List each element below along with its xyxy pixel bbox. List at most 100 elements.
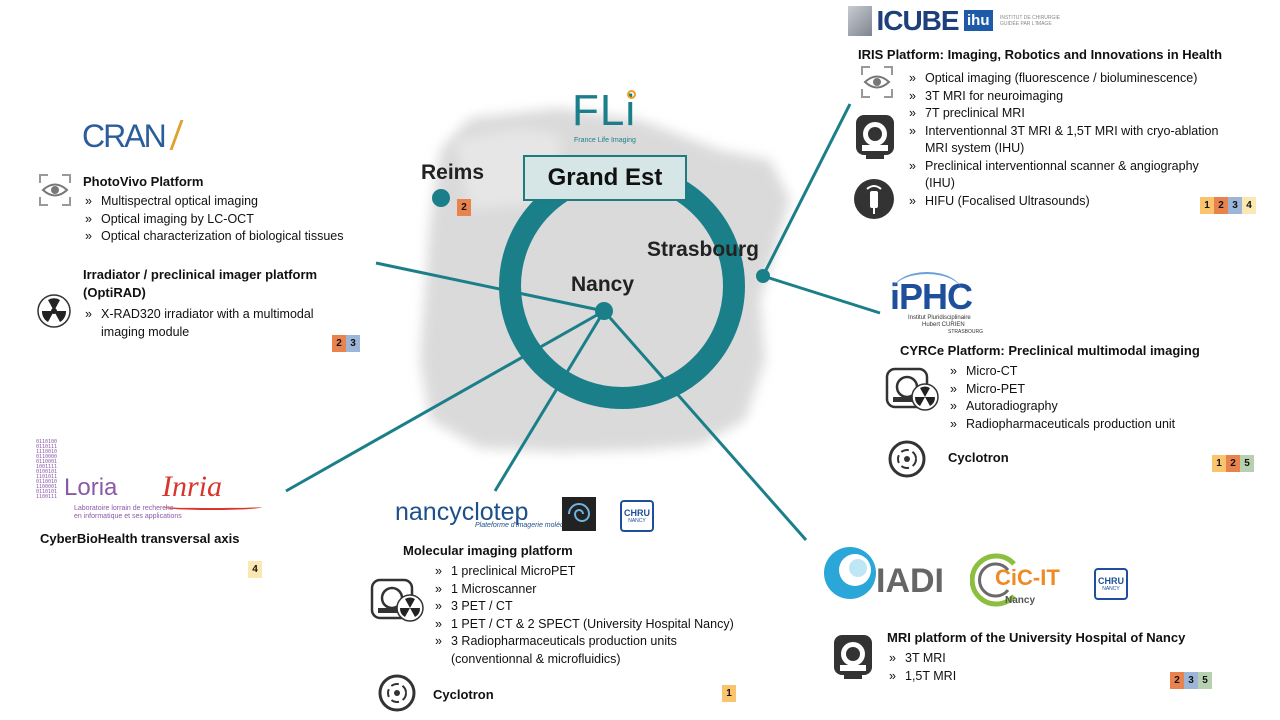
- cicit-logo-icon: [969, 552, 1018, 613]
- optirad-list: X-RAD320 irradiator with a multimodal im…: [83, 306, 383, 341]
- optirad-badges: 2 3: [332, 335, 360, 352]
- reims-dot: [432, 189, 450, 207]
- iris-title: IRIS Platform: Imaging, Robotics and Inn…: [858, 47, 1223, 62]
- connector-nancy-nancyclotep: [493, 310, 606, 492]
- region-label-box: Grand Est: [523, 155, 687, 201]
- cyrce-title: CYRCe Platform: Preclinical multimodal i…: [900, 343, 1200, 358]
- badge: 1: [722, 685, 736, 702]
- nancy-dot: [595, 302, 613, 320]
- cyberbio-title: CyberBioHealth transversal axis: [40, 531, 240, 546]
- list-item: Multispectral optical imaging: [83, 193, 383, 211]
- list-item: X-RAD320 irradiator with a multimodal: [83, 306, 383, 324]
- list-item: 3T MRI for neuroimaging: [907, 88, 1247, 106]
- iris-list: Optical imaging (fluorescence / biolumin…: [907, 70, 1247, 210]
- inria-logo-text: Inria: [162, 470, 222, 503]
- chru-logo-2: CHRU NANCY: [1094, 568, 1128, 600]
- connector-nancy-optirad: [375, 261, 605, 313]
- inria-logo: Inria: [162, 470, 262, 510]
- loria-sub1: Laboratoire lorrain de recherche: [74, 505, 174, 512]
- cicit-sub: Nancy: [1005, 595, 1036, 606]
- ihu-logo: ihu INSTITUT DE CHIRURGIE GUIDÉE PAR L'I…: [964, 10, 1070, 31]
- fli-logo-text: FLi: [572, 86, 637, 135]
- cran-logo-text: CRAN: [82, 118, 167, 154]
- list-item: 1 Microscanner: [433, 581, 763, 599]
- list-item: Interventionnal 3T MRI & 1,5T MRI with c…: [907, 123, 1247, 141]
- badge: 5: [1240, 455, 1254, 472]
- cyclotron-icon: [378, 674, 416, 717]
- eye-icon: [38, 173, 72, 212]
- fli-logo: FLi: [572, 86, 636, 136]
- badge: 2: [457, 199, 471, 216]
- badge: 1: [1200, 197, 1214, 214]
- reims-badges: 2: [457, 199, 471, 216]
- optirad-title-line1: Irradiator / preclinical imager platform: [83, 267, 318, 282]
- badge: 5: [1198, 672, 1212, 689]
- optirad-title-line2: (OptiRAD): [83, 285, 146, 300]
- connector-nancy-iadi: [602, 310, 808, 541]
- pet-scanner-radiation-icon: [885, 365, 941, 418]
- list-item: 3 Radiopharmaceuticals production units: [433, 633, 763, 651]
- list-item-continuation: imaging module: [101, 324, 190, 339]
- iphc-sub2: Hubert CURIEN: [922, 322, 965, 328]
- list-item: 1,5T MRI: [887, 668, 1087, 686]
- cran-logo: CRAN: [82, 118, 184, 155]
- mri-chru-list: 3T MRI 1,5T MRI: [887, 650, 1087, 685]
- list-item-text: Interventionnal 3T MRI & 1,5T MRI with c…: [925, 123, 1219, 138]
- list-item: Preclinical interventionnal scanner & an…: [907, 158, 1247, 176]
- badge: 2: [1214, 197, 1228, 214]
- badge: 4: [248, 561, 262, 578]
- cicit-logo-text: CiC-IT: [995, 565, 1060, 590]
- list-item: Micro-CT: [948, 363, 1248, 381]
- icube-logo: ICUBE: [848, 5, 960, 37]
- photovivo-title: PhotoVivo Platform: [83, 174, 204, 189]
- cyclotron-icon: [888, 440, 926, 483]
- mri-chru-title: MRI platform of the University Hospital …: [887, 630, 1186, 645]
- iris-badges: 1 2 3 4: [1200, 197, 1256, 214]
- list-item: Optical characterization of biological t…: [83, 228, 383, 246]
- fli-dot-icon: [627, 90, 636, 99]
- cyrce-badges: 1 2 5: [1212, 455, 1254, 472]
- molecular-badges: 1: [722, 685, 736, 702]
- ihu-logo-subtitle: INSTITUT DE CHIRURGIE GUIDÉE PAR L'IMAGE: [999, 14, 1061, 27]
- list-item: 7T preclinical MRI: [907, 105, 1247, 123]
- molecular-title: Molecular imaging platform: [403, 543, 573, 558]
- connector-nancy-loria: [285, 309, 605, 493]
- molecular-cyclotron-label: Cyclotron: [433, 687, 494, 702]
- list-item-continuation: MRI system (IHU): [925, 141, 1025, 155]
- fli-logo-subtitle: France Life Imaging: [574, 137, 636, 144]
- badge: 2: [1226, 455, 1240, 472]
- nancyclotep-sub: Plateforme d'imagerie moléculaire: [475, 522, 581, 529]
- icube-logo-text: ICUBE: [876, 5, 959, 36]
- cyrce-cyclotron-label: Cyclotron: [948, 450, 1009, 465]
- cyrce-list: Micro-CT Micro-PET Autoradiography Radio…: [948, 363, 1248, 433]
- list-item: Micro-PET: [948, 381, 1248, 399]
- loria-sub2: en informatique et ses applications: [74, 513, 182, 520]
- ihu-logo-text: ihu: [964, 10, 993, 31]
- photovivo-list: Multispectral optical imaging Optical im…: [83, 193, 383, 246]
- nancyclotep-logo-text: nancyclotep: [395, 498, 529, 526]
- cyberbio-badges: 4: [248, 561, 262, 578]
- badge: 4: [1242, 197, 1256, 214]
- city-label-nancy: Nancy: [571, 273, 635, 296]
- iphc-sub1: Institut Pluridisciplinaire: [908, 315, 971, 321]
- mri-scanner-icon: [830, 632, 876, 685]
- list-item: 3 PET / CT: [433, 598, 763, 616]
- badge: 2: [332, 335, 346, 352]
- loria-logo-text: Loria: [64, 474, 118, 501]
- radiation-icon: [37, 294, 71, 333]
- iphc-sub3: STRASBOURG: [948, 329, 984, 335]
- badge: 1: [1212, 455, 1226, 472]
- city-label-strasbourg: Strasbourg: [647, 238, 760, 261]
- list-item: Radiopharmaceuticals production unit: [948, 416, 1248, 434]
- connector-strasbourg-iris: [761, 103, 852, 277]
- iadi-logo-text: IADI: [876, 562, 944, 600]
- icube-cube-icon: [848, 6, 872, 36]
- list-item: Autoradiography: [948, 398, 1248, 416]
- iphc-logo: iPHC: [890, 272, 973, 318]
- region-label: Grand Est: [547, 164, 663, 191]
- list-item: HIFU (Focalised Ultrasounds): [907, 193, 1247, 211]
- badge: 2: [1170, 672, 1184, 689]
- list-item: 1 preclinical MicroPET: [433, 563, 763, 581]
- list-item-continuation: (conventionnal & microfluidics): [451, 651, 621, 666]
